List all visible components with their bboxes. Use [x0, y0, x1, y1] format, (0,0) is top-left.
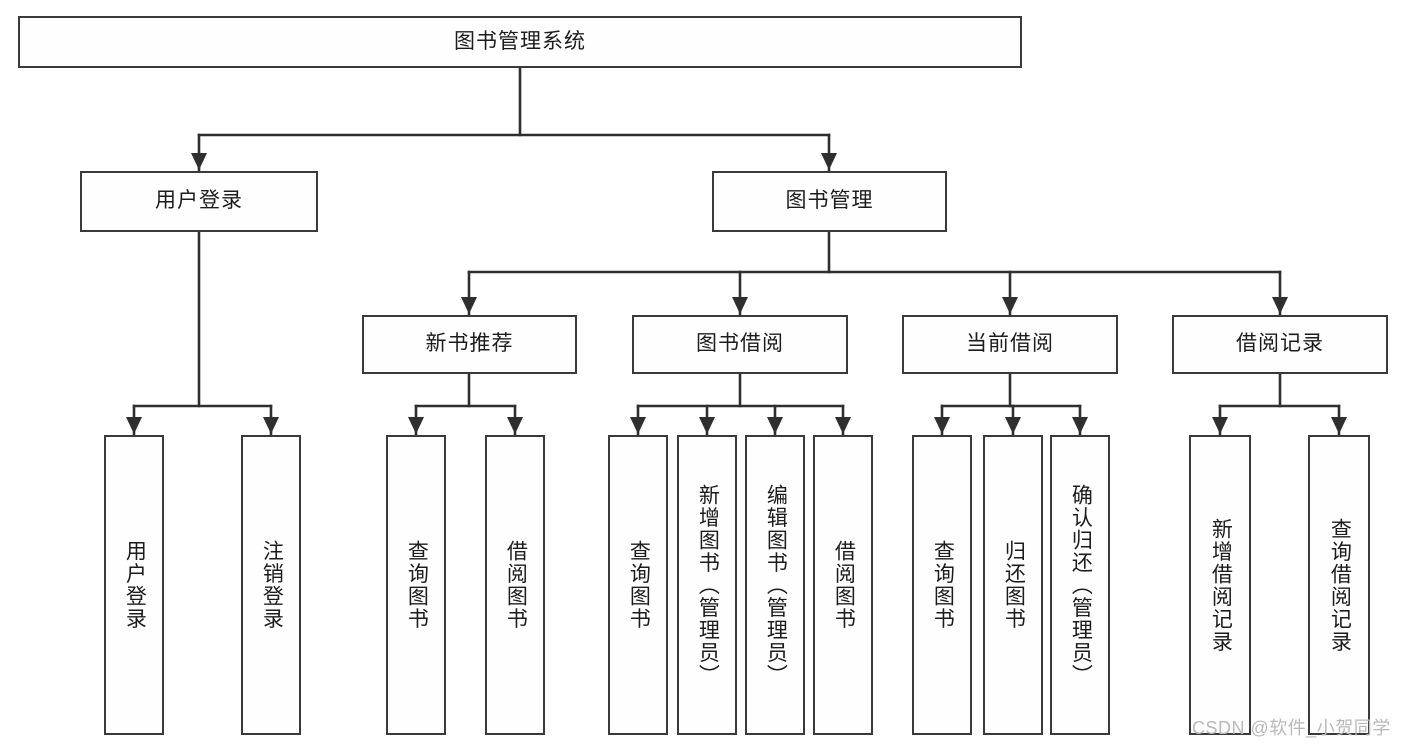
- borrow-to-leaves-arrow-0: [630, 417, 646, 434]
- node-label: 查询图书: [405, 540, 429, 630]
- records-to-leaves-arrow-1: [1331, 417, 1347, 434]
- user-login-to-leaves-arrow-0: [126, 417, 142, 434]
- leaf-node-0[interactable]: 用户登录: [104, 435, 164, 735]
- node-label: 编辑图书（管理员）: [764, 483, 788, 687]
- level2-node-0[interactable]: 用户登录: [80, 171, 318, 232]
- level3-node-1[interactable]: 图书借阅: [632, 315, 848, 374]
- node-label: 借阅图书: [832, 540, 856, 630]
- current-borrow-to-leaves-arrow-1: [1005, 417, 1021, 434]
- book-mgmt-to-level3-arrow-0: [461, 297, 477, 314]
- current-borrow-to-leaves-arrow-0: [934, 417, 950, 434]
- borrow-to-leaves-arrow-2: [767, 417, 783, 434]
- root-node-0[interactable]: 图书管理系统: [18, 16, 1022, 68]
- level3-node-0[interactable]: 新书推荐: [362, 315, 577, 374]
- leaf-node-1[interactable]: 注销登录: [241, 435, 301, 735]
- node-label: 图书管理系统: [454, 29, 586, 53]
- borrow-to-leaves-arrow-3: [835, 417, 851, 434]
- node-label: 新增图书（管理员）: [696, 483, 720, 687]
- node-label: 注销登录: [260, 540, 284, 630]
- leaf-node-3[interactable]: 借阅图书: [485, 435, 545, 735]
- node-label: 借阅记录: [1236, 332, 1324, 356]
- new-book-to-leaves-arrow-0: [408, 417, 424, 434]
- borrow-to-leaves-arrow-1: [699, 417, 715, 434]
- node-label: 确认归还（管理员）: [1069, 483, 1093, 687]
- csdn-watermark: CSDN @软件_小贺同学: [1192, 718, 1391, 738]
- node-label: 借阅图书: [504, 540, 528, 630]
- leaf-node-7[interactable]: 借阅图书: [813, 435, 873, 735]
- leaf-node-4[interactable]: 查询图书: [608, 435, 668, 735]
- new-book-to-leaves-arrow-1: [507, 417, 523, 434]
- root-to-level2-arrow-0: [191, 153, 207, 170]
- leaf-node-5[interactable]: 新增图书（管理员）: [677, 435, 737, 735]
- book-mgmt-to-level3-arrow-3: [1272, 297, 1288, 314]
- node-label: 归还图书: [1002, 540, 1026, 630]
- node-label: 查询图书: [931, 540, 955, 630]
- current-borrow-to-leaves-arrow-2: [1072, 417, 1088, 434]
- node-label: 用户登录: [155, 189, 243, 213]
- book-mgmt-to-level3-arrow-1: [732, 297, 748, 314]
- leaf-node-8[interactable]: 查询图书: [912, 435, 972, 735]
- node-label: 图书管理: [785, 189, 874, 213]
- level2-node-1[interactable]: 图书管理: [712, 171, 947, 232]
- level3-node-2[interactable]: 当前借阅: [902, 315, 1118, 374]
- root-to-level2-arrow-1: [821, 153, 837, 170]
- node-label: 新增借阅记录: [1209, 517, 1233, 653]
- leaf-node-10[interactable]: 确认归还（管理员）: [1050, 435, 1110, 735]
- book-mgmt-to-level3-arrow-2: [1002, 297, 1018, 314]
- leaf-node-12[interactable]: 查询借阅记录: [1308, 435, 1370, 735]
- leaf-node-2[interactable]: 查询图书: [386, 435, 446, 735]
- node-label: 图书借阅: [696, 332, 784, 356]
- node-label: 用户登录: [123, 540, 147, 630]
- node-label: 查询借阅记录: [1328, 517, 1352, 653]
- leaf-node-6[interactable]: 编辑图书（管理员）: [745, 435, 805, 735]
- records-to-leaves-arrow-0: [1212, 417, 1228, 434]
- leaf-node-9[interactable]: 归还图书: [983, 435, 1043, 735]
- node-label: 查询图书: [627, 540, 651, 630]
- level3-node-3[interactable]: 借阅记录: [1172, 315, 1388, 374]
- leaf-node-11[interactable]: 新增借阅记录: [1189, 435, 1251, 735]
- node-label: 当前借阅: [966, 332, 1054, 356]
- node-label: 新书推荐: [425, 332, 514, 356]
- user-login-to-leaves-arrow-1: [263, 417, 279, 434]
